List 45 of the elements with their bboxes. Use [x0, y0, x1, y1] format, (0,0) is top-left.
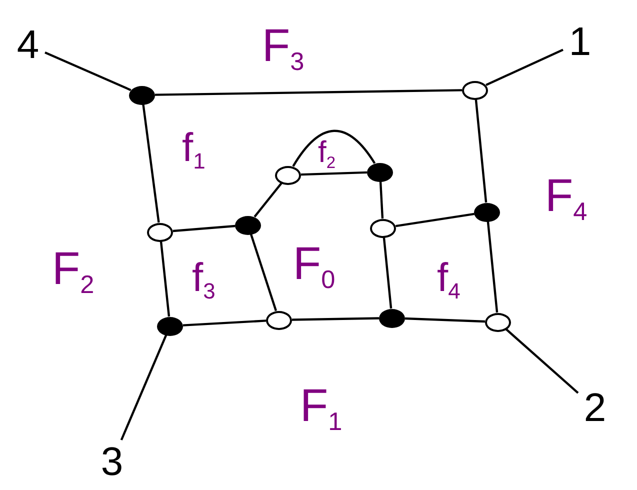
- filled-vertex: [379, 308, 405, 328]
- leg-number: 3: [99, 442, 125, 482]
- graph-edge: [154, 89, 462, 96]
- graph-edge: [506, 328, 579, 394]
- graph-edge: [379, 181, 384, 219]
- graph-edge: [44, 51, 132, 92]
- graph-edge: [250, 234, 278, 312]
- hollow-vertex: [485, 312, 511, 332]
- graph-edge: [292, 130, 376, 167]
- hollow-vertex: [275, 166, 301, 184]
- hollow-vertex: [370, 218, 396, 238]
- leg-number: 4: [15, 25, 41, 65]
- hollow-vertex: [462, 80, 488, 100]
- graph-edge: [474, 99, 488, 203]
- graph-edge: [396, 212, 474, 228]
- graph-edge: [292, 317, 380, 321]
- face-label: f$_{2}$: [318, 138, 336, 172]
- face-label: f$_{4}$: [437, 258, 460, 303]
- face-label: F$_{4}$: [545, 172, 588, 226]
- hollow-vertex: [147, 222, 173, 242]
- face-label: F$_{3}$: [262, 22, 304, 76]
- hollow-vertex: [266, 310, 292, 330]
- graph-edge: [120, 334, 168, 440]
- filled-vertex: [474, 202, 500, 222]
- face-label: f$_{1}$: [182, 128, 206, 173]
- graph-edge: [142, 104, 160, 223]
- graph-edge: [254, 182, 282, 218]
- graph-edge: [382, 237, 392, 309]
- graph-edge: [486, 48, 564, 86]
- face-label: f$_{3}$: [192, 258, 216, 303]
- face-label: F$_{1}$: [300, 382, 342, 436]
- filled-vertex: [129, 86, 155, 104]
- filled-vertex: [157, 316, 183, 336]
- graph-edge: [172, 224, 236, 232]
- face-label: F$_{0}$: [293, 240, 336, 294]
- filled-vertex: [235, 216, 261, 234]
- face-label: F$_{2}$: [52, 245, 94, 298]
- filled-vertex: [367, 162, 393, 182]
- graph-edge: [486, 221, 498, 313]
- leg-number: 2: [582, 388, 608, 428]
- graph-edge: [300, 171, 368, 176]
- graph-edge: [182, 320, 266, 326]
- graph-edge: [404, 317, 486, 323]
- graph-edge: [160, 241, 170, 317]
- leg-number: 1: [567, 22, 593, 62]
